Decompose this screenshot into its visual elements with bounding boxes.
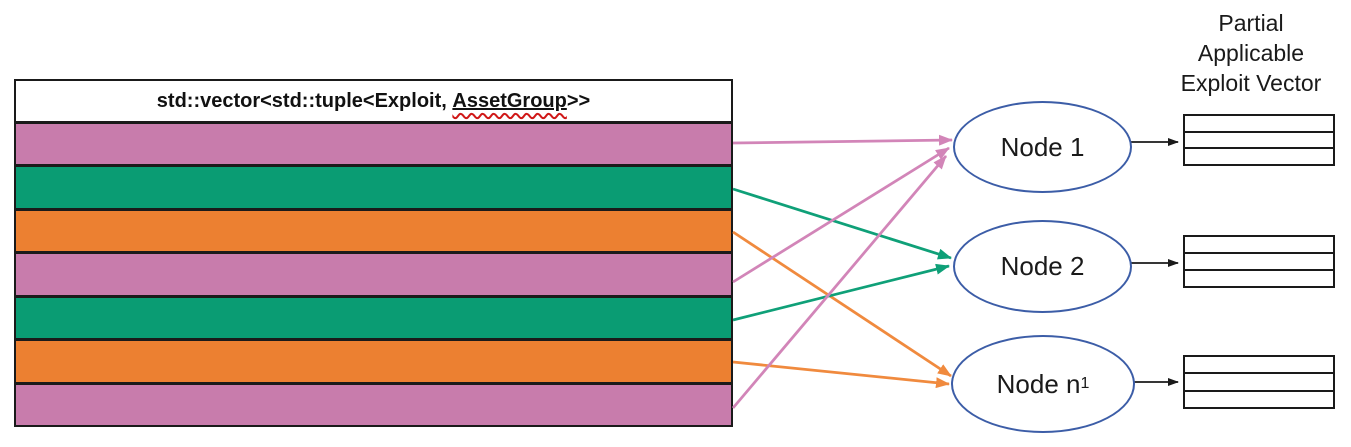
node-1-ellipse: Node 1 — [953, 101, 1132, 193]
partial-exploit-vector-table-1 — [1183, 114, 1335, 166]
vector-table-rows — [16, 124, 731, 425]
vector-cell — [1185, 116, 1333, 131]
vector-row-1-pink — [16, 124, 731, 165]
arrow-row1-to-node-1 — [732, 134, 953, 146]
arrow-row6-to-node-n1 — [732, 360, 950, 389]
vector-header-prefix: std::vector<std::tuple<Exploit, — [156, 89, 453, 112]
vector-row-3-orange — [16, 207, 731, 252]
vector-header-suffix: >> — [566, 89, 591, 112]
partial-exploit-vector-table-3 — [1183, 355, 1335, 409]
node-2-ellipse: Node 2 — [953, 220, 1132, 313]
arrow-row2-to-node-2 — [732, 187, 952, 260]
vector-cell — [1185, 269, 1333, 286]
vector-cell — [1185, 237, 1333, 252]
vector-row-6-orange — [16, 338, 731, 382]
arrow-row5-to-node-2 — [732, 263, 950, 322]
node-n1-label: Node n — [996, 368, 1081, 399]
vector-cell — [1185, 357, 1333, 373]
vector-cell — [1185, 147, 1333, 165]
vector-header-misspelled-word: AssetGroup — [452, 89, 567, 112]
arrow-row3-to-node-n1 — [732, 230, 952, 378]
node-1-label: Node 1 — [1000, 131, 1085, 162]
vector-cell — [1185, 372, 1333, 390]
vector-table-header: std::vector<std::tuple<Exploit, AssetGro… — [16, 81, 731, 124]
vector-cell — [1185, 130, 1333, 148]
vector-cell — [1185, 252, 1333, 269]
vector-cell — [1185, 389, 1333, 407]
vector-row-2-green — [16, 164, 731, 208]
vector-row-4-pink — [16, 251, 731, 295]
node-2-label: Node 2 — [1000, 251, 1085, 281]
partial-exploit-vector-table-2 — [1183, 235, 1335, 288]
vector-row-5-green — [16, 294, 731, 339]
exploit-assetgroup-vector-table: std::vector<std::tuple<Exploit, AssetGro… — [14, 79, 733, 427]
arrow-row4-to-node-1 — [732, 146, 950, 284]
arrow-row7-to-node-1 — [731, 155, 948, 409]
partial-applicable-exploit-vector-title: Partial Applicable Exploit Vector — [1180, 10, 1322, 96]
vector-row-7-pink — [16, 381, 731, 425]
